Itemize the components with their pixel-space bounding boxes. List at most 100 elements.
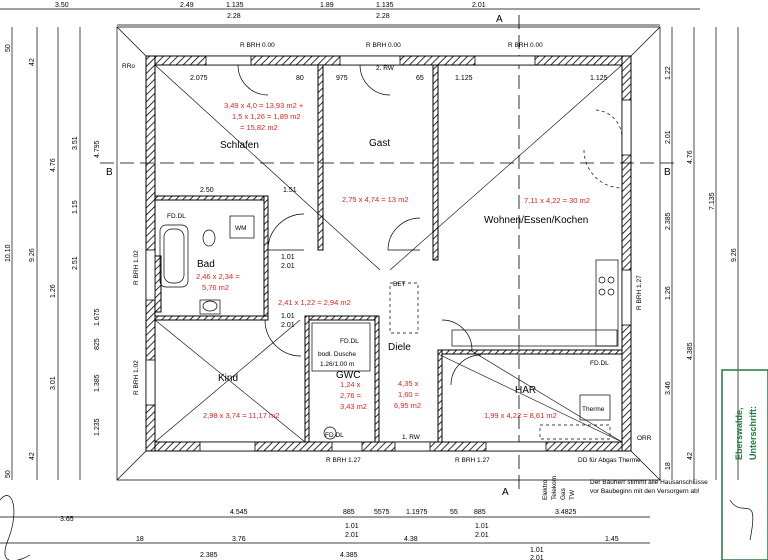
svg-text:1.1975: 1.1975 [406, 509, 428, 516]
svg-text:2.28: 2.28 [376, 13, 390, 20]
svg-text:2.51: 2.51 [72, 256, 79, 270]
room-wohnen: Wohnen/Essen/Kochen [484, 215, 588, 226]
svg-text:2.075: 2.075 [190, 75, 208, 82]
svg-text:RRo: RRo [122, 63, 135, 70]
svg-text:Eberswalde,: Eberswalde, [734, 407, 744, 460]
svg-text:Der Bauherr stimmt alle Hausan: Der Bauherr stimmt alle Hausanschlüsse [590, 479, 708, 486]
room-kind: Kind [218, 373, 238, 384]
svg-text:3.76: 3.76 [232, 536, 246, 543]
svg-text:2.385: 2.385 [200, 552, 218, 559]
svg-text:4.385: 4.385 [340, 552, 358, 559]
area-har: 1,99 x 4,22 = 8,61 m2 [484, 411, 557, 420]
svg-text:1.01: 1.01 [475, 523, 489, 530]
svg-text:R BRH 0.00: R BRH 0.00 [508, 42, 543, 49]
roof-outline [116, 26, 661, 481]
svg-text:50: 50 [5, 44, 12, 52]
fixtures [159, 215, 619, 440]
kitchen-island [389, 282, 419, 334]
toilet-gwc [323, 426, 337, 440]
svg-text:1.01: 1.01 [281, 313, 295, 320]
svg-text:1.125: 1.125 [590, 75, 608, 82]
svg-text:FD.DL: FD.DL [590, 360, 609, 367]
svg-text:1.01: 1.01 [281, 254, 295, 261]
svg-text:4.76: 4.76 [687, 150, 694, 164]
room-schlafen: Schlafen [220, 140, 259, 151]
svg-text:2.01: 2.01 [281, 263, 295, 270]
svg-text:DD für Abgas Therme: DD für Abgas Therme [578, 457, 641, 464]
svg-text:3.65: 3.65 [60, 516, 74, 523]
svg-text:1.89: 1.89 [320, 2, 334, 9]
plan-labels: R BRH 0.00 R BRH 0.00 R BRH 0.00 2. RW 1… [106, 14, 708, 500]
svg-text:A: A [496, 14, 503, 25]
svg-text:825: 825 [94, 338, 101, 350]
svg-text:885: 885 [474, 509, 486, 516]
svg-text:2. RW: 2. RW [376, 65, 395, 72]
svg-text:bodl. Dusche: bodl. Dusche [318, 351, 356, 358]
svg-text:1.125: 1.125 [455, 75, 473, 82]
svg-text:10.10: 10.10 [5, 244, 12, 262]
svg-text:2.01: 2.01 [281, 322, 295, 329]
svg-text:1.45: 1.45 [605, 536, 619, 543]
svg-text:1.26/1.00 m: 1.26/1.00 m [320, 361, 354, 368]
svg-text:R BRH 0.00: R BRH 0.00 [240, 42, 275, 49]
kitchen-counter-side [595, 259, 619, 347]
approval-stamp: Eberswalde, Unterschrift: [721, 369, 768, 560]
svg-text:2.49: 2.49 [180, 2, 194, 9]
area-gwc-1: 1,24 x [340, 380, 361, 389]
therme-unit [579, 394, 611, 421]
svg-text:3.50: 3.50 [55, 2, 69, 9]
kitchen-counter [451, 329, 618, 347]
svg-text:1.675: 1.675 [94, 308, 101, 326]
svg-text:ORR: ORR [637, 435, 652, 442]
room-gwc: GWC [336, 370, 360, 381]
svg-text:FD.DL: FD.DL [167, 213, 186, 220]
svg-text:1. RW: 1. RW [402, 434, 421, 441]
svg-text:R BRH 1.02: R BRH 1.02 [133, 250, 140, 285]
svg-text:1.15: 1.15 [72, 200, 79, 214]
area-kind: 2,98 x 3,74 = 11,17 m2 [203, 411, 279, 420]
svg-text:2.01: 2.01 [475, 532, 489, 539]
svg-text:1.51: 1.51 [283, 187, 297, 194]
room-labels: Schlafen Gast Wohnen/Essen/Kochen Bad Di… [197, 138, 588, 396]
right-dimensions: 1.22 2.01 4.76 7.135 9.26 2.385 1.26 4.3… [665, 27, 739, 480]
svg-text:55: 55 [450, 509, 458, 516]
room-gast: Gast [369, 138, 390, 149]
area-gwc-2: 2,76 = [340, 391, 362, 400]
bottom-dimensions: 3.65 4.545 885 5575 1.1975 55 885 3.4825… [0, 509, 650, 560]
svg-text:Telekom: Telekom [551, 476, 558, 500]
room-har: HAR [515, 385, 536, 396]
area-gwc-3: 3,43 m2 [340, 402, 367, 411]
svg-text:1.235: 1.235 [94, 418, 101, 436]
svg-text:FD.DL: FD.DL [325, 432, 344, 439]
svg-text:4.795: 4.795 [94, 140, 101, 158]
svg-text:B: B [664, 167, 671, 178]
svg-text:4.76: 4.76 [50, 158, 57, 172]
svg-text:R BRH 1.27: R BRH 1.27 [326, 457, 361, 464]
area-schlafen-1: 3,49 x 4,0 = 13,93 m2 + [224, 101, 304, 110]
svg-text:975: 975 [336, 75, 348, 82]
svg-text:TW: TW [569, 489, 576, 500]
shower [311, 322, 371, 372]
windows [145, 55, 632, 452]
interior-walls [154, 64, 623, 443]
exterior-walls [145, 55, 632, 452]
sink-bad [202, 300, 218, 312]
label-bet: BET [393, 281, 406, 288]
svg-text:3.01: 3.01 [50, 376, 57, 390]
area-flur-3: 6,95 m2 [394, 401, 421, 410]
svg-text:18: 18 [665, 462, 672, 470]
area-diele: 2,41 x 1,22 = 2,94 m2 [278, 298, 351, 307]
door-swings [237, 64, 623, 386]
handwriting-marks [0, 495, 754, 560]
washing-machine [229, 215, 255, 239]
svg-text:Therme: Therme [582, 406, 605, 413]
svg-text:65: 65 [416, 75, 424, 82]
toilet-bad [202, 229, 216, 247]
section-lines [100, 15, 680, 495]
svg-text:1.385: 1.385 [94, 374, 101, 392]
svg-text:FD.DL: FD.DL [340, 338, 359, 345]
left-dimensions: 50 42 4.76 3.51 4.795 10.10 9.26 1.15 2.… [5, 27, 101, 480]
svg-text:1.22: 1.22 [665, 66, 672, 80]
svg-text:3.46: 3.46 [665, 381, 672, 395]
